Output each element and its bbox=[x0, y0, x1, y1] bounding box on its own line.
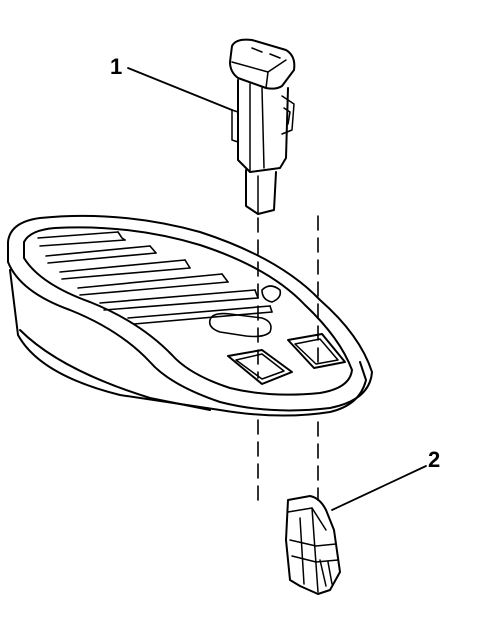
switch-openings bbox=[228, 334, 345, 384]
leader-line-1 bbox=[128, 68, 232, 110]
console-housing bbox=[8, 216, 372, 416]
leader-lines bbox=[128, 68, 426, 510]
leader-line-2 bbox=[332, 466, 426, 510]
callout-2: 2 bbox=[428, 447, 441, 472]
switch-part-1 bbox=[230, 40, 294, 214]
alignment-lines bbox=[258, 216, 318, 500]
ribbed-mat bbox=[38, 232, 280, 337]
callout-1: 1 bbox=[110, 54, 123, 79]
connector-part-2 bbox=[286, 496, 340, 594]
